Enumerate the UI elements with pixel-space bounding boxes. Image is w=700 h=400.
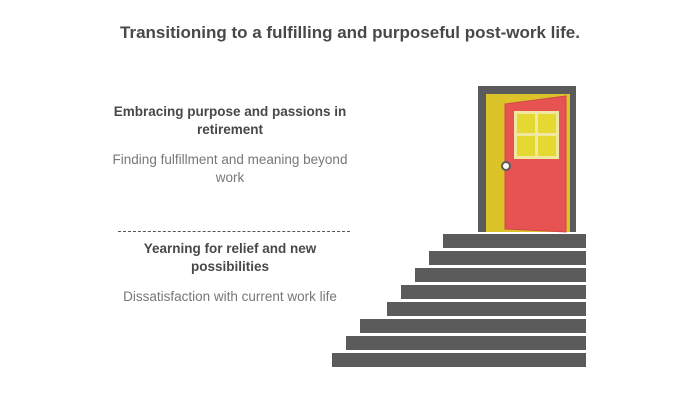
staircase-icon bbox=[330, 232, 588, 369]
stair-step-4 bbox=[399, 283, 588, 301]
lower-stage: Yearning for relief and new possibilitie… bbox=[105, 240, 355, 306]
upper-stage-description: Finding fulfillment and meaning beyond w… bbox=[112, 152, 348, 185]
door-window-pane-3 bbox=[517, 136, 535, 156]
stage-divider bbox=[118, 231, 350, 232]
door-window-pane-4 bbox=[538, 136, 556, 156]
upper-stage: Embracing purpose and passions in retire… bbox=[105, 103, 355, 187]
stair-step-1 bbox=[441, 232, 588, 250]
lower-stage-description: Dissatisfaction with current work life bbox=[123, 289, 337, 304]
upper-stage-heading: Embracing purpose and passions in retire… bbox=[113, 104, 347, 137]
stair-step-5 bbox=[385, 300, 588, 318]
door-knob bbox=[501, 161, 511, 171]
stair-step-3 bbox=[413, 266, 588, 284]
stair-step-6 bbox=[358, 317, 588, 335]
stair-step-2 bbox=[427, 249, 588, 267]
stair-step-7 bbox=[344, 334, 588, 352]
door-window-pane-1 bbox=[517, 114, 535, 133]
stair-step-8 bbox=[330, 351, 588, 369]
door-window-pane-2 bbox=[538, 114, 556, 133]
open-door-icon bbox=[478, 86, 576, 233]
diagram-title: Transitioning to a fulfilling and purpos… bbox=[120, 23, 580, 42]
lower-stage-heading: Yearning for relief and new possibilitie… bbox=[143, 241, 317, 274]
